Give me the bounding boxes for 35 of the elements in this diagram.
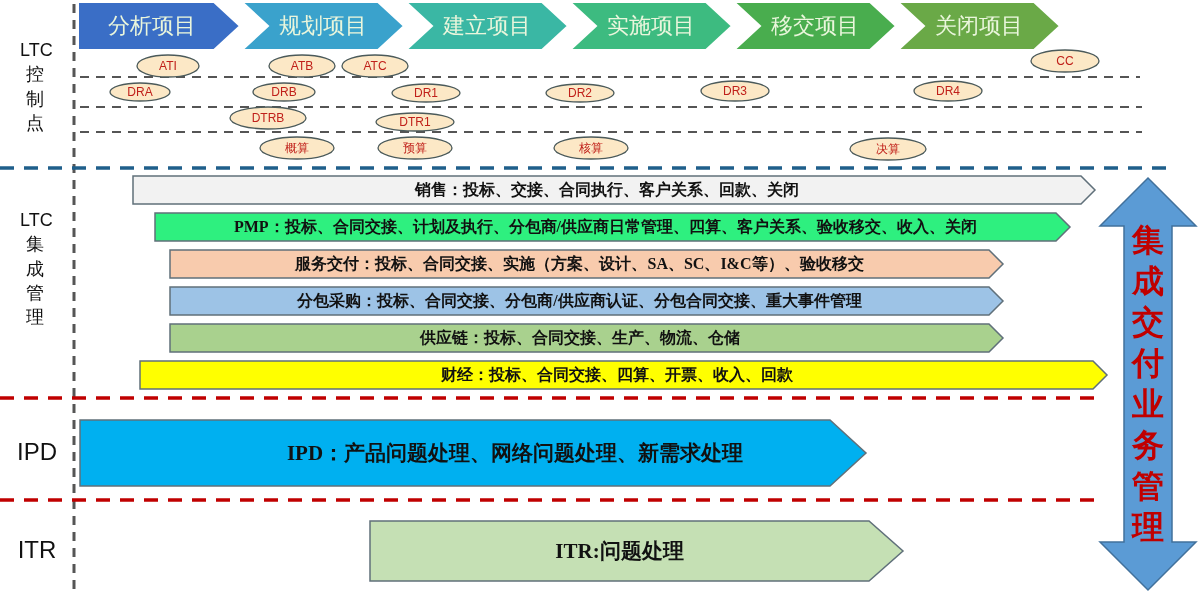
process-band: ITR:问题处理 <box>370 521 903 581</box>
process-band: 供应链：投标、合同交接、生产、物流、仓储 <box>170 324 1003 352</box>
process-band: 财经：投标、合同交接、四算、开票、收入、回款 <box>140 361 1107 389</box>
control-point-ellipse: CC <box>1031 50 1099 72</box>
section-label: ITR <box>16 535 58 565</box>
phase-banner: 建立项目 <box>406 2 568 50</box>
control-point-ellipse: ATC <box>342 55 408 77</box>
phase-banner: 规划项目 <box>242 2 404 50</box>
control-point-ellipse: DR3 <box>701 81 769 101</box>
phase-banner: 分析项目 <box>78 2 240 50</box>
process-band: 服务交付：投标、合同交接、实施（方案、设计、SA、SC、I&C等）、验收移交 <box>170 250 1003 278</box>
control-point-ellipse: DRA <box>110 83 170 101</box>
control-point-ellipse: ATB <box>269 55 335 77</box>
control-point-ellipse: DR1 <box>392 84 460 102</box>
control-point-ellipse: DR4 <box>914 81 982 101</box>
section-label: IPD <box>16 437 58 467</box>
double-arrow: 集成交付业务管理 <box>1100 178 1196 590</box>
control-point-ellipse: 概算 <box>260 137 334 159</box>
phase-banner: 移交项目 <box>734 2 896 50</box>
process-band: 分包采购：投标、合同交接、分包商/供应商认证、分包合同交接、重大事件管理 <box>170 287 1003 315</box>
control-point-ellipse: DTR1 <box>376 113 454 131</box>
control-point-ellipse: 决算 <box>850 138 926 160</box>
process-band: 销售：投标、交接、合同执行、客户关系、回款、关闭 <box>133 176 1095 204</box>
phase-banner: 关闭项目 <box>898 2 1060 50</box>
section-label: LTC集成管理 <box>20 209 50 330</box>
control-point-ellipse: DTRB <box>230 107 306 129</box>
control-point-ellipse: ATI <box>137 55 199 77</box>
process-band: IPD：产品问题处理、网络问题处理、新需求处理 <box>80 420 866 486</box>
process-band: PMP：投标、合同交接、计划及执行、分包商/供应商日常管理、四算、客户关系、验收移交、收入、关闭 <box>155 213 1070 241</box>
control-point-ellipse: 核算 <box>554 137 628 159</box>
control-point-ellipse: DR2 <box>546 84 614 102</box>
section-label: LTC控制点 <box>20 39 50 135</box>
phase-banner: 实施项目 <box>570 2 732 50</box>
control-point-ellipse: DRB <box>253 83 315 101</box>
control-point-ellipse: 预算 <box>378 137 452 159</box>
